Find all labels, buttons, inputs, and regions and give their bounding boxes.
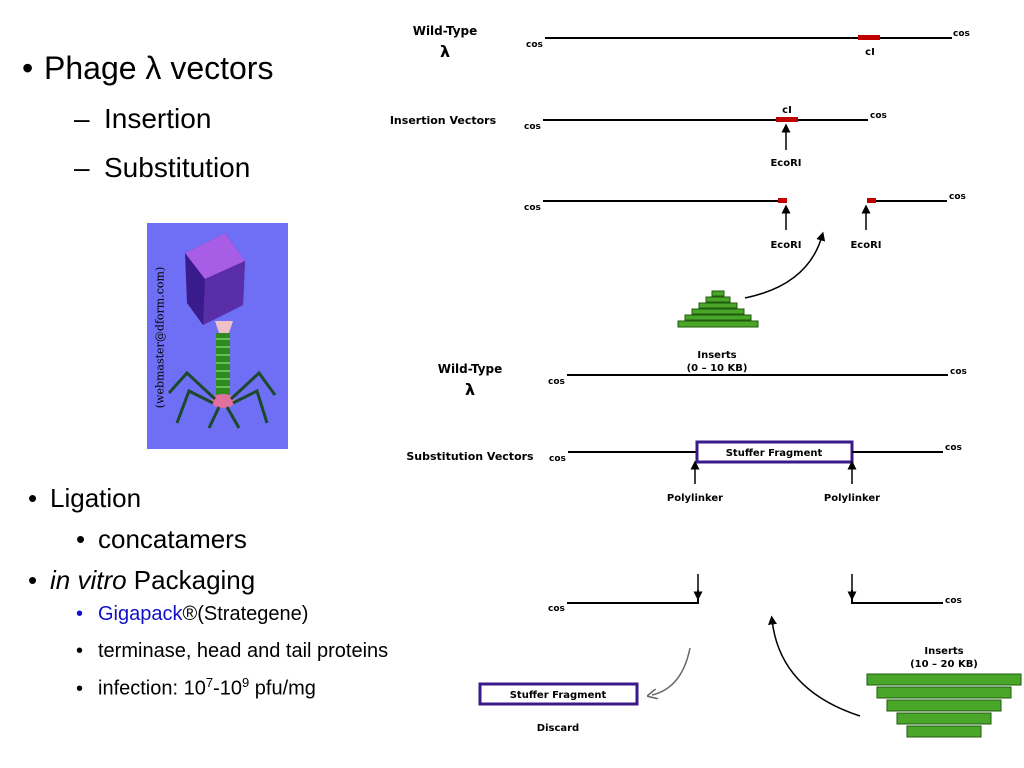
phage-tail-stripes [216, 338, 230, 388]
cos-label: cos [953, 29, 970, 39]
ci-gene-marker [858, 35, 880, 40]
bullet-ligation: •Ligation [28, 483, 142, 513]
cos-label: cos [524, 203, 541, 213]
inserts-large-range: (10 – 20 KB) [910, 659, 978, 670]
ecori-label: EcoRI [770, 158, 801, 169]
inserts-small-stack [677, 290, 759, 328]
bullet-in-vitro-packaging: •in vitro Packaging [28, 565, 256, 595]
arm-left [567, 590, 699, 604]
cos-label: cos [548, 377, 565, 387]
discarded-stuffer-label: Stuffer Fragment [510, 690, 607, 701]
ci-half-right [867, 198, 876, 203]
cos-label: cos [549, 454, 566, 464]
sub-bullet-gigapack: •Gigapack®(Strategene) [76, 603, 309, 625]
sub-bullet-infection: •infection: 107-109 pfu/mg [76, 675, 316, 700]
gigapack-link: Gigapack [98, 603, 183, 625]
bullet-phage-vectors: •Phage λ vectors [22, 50, 274, 86]
cos-label: cos [548, 604, 565, 614]
phage-head-side [203, 261, 245, 325]
discard-arrow [652, 647, 691, 695]
lambda-label-1: λ [440, 42, 450, 61]
phage-tail-fibers [167, 370, 277, 429]
polylinker-label: Polylinker [824, 493, 880, 504]
cos-label: cos [945, 443, 962, 453]
ci-gene-marker [776, 117, 798, 122]
ci-label: cI [865, 47, 875, 58]
ci-half-left [778, 198, 787, 203]
sub-bullet-insertion: –Insertion [74, 103, 212, 134]
phage-illustration: (webmaster@dform.com) [147, 223, 288, 449]
discard-label: Discard [537, 723, 579, 734]
cos-label: cos [949, 192, 966, 202]
stuffer-fragment-label: Stuffer Fragment [726, 448, 823, 459]
lambda-label-2: λ [465, 380, 475, 399]
lambda-symbol: λ [145, 50, 162, 86]
phage-head-light [185, 233, 245, 279]
discarded-stuffer-box [478, 682, 639, 706]
sub-bullet-concatamers: •concatamers [76, 524, 247, 554]
cos-label: cos [526, 40, 543, 50]
wild-type-label-1: Wild-Type [413, 24, 478, 38]
vectors-label: vectors [161, 50, 274, 86]
inserts-small-range: (0 – 10 KB) [687, 363, 748, 374]
ci-label: cI [782, 105, 792, 116]
polylinker-label: Polylinker [667, 493, 723, 504]
phage-collar [215, 321, 233, 333]
substitution-vectors-label: Substitution Vectors [406, 450, 534, 463]
phage-drawing [167, 233, 277, 429]
insert-arrow [744, 231, 826, 299]
ecori-label: EcoRI [770, 240, 801, 251]
cos-label: cos [870, 111, 887, 121]
ecori-label: EcoRI [850, 240, 881, 251]
insertion-vectors-label: Insertion Vectors [390, 114, 497, 127]
wild-type-label-2: Wild-Type [438, 362, 503, 376]
cos-label: cos [945, 596, 962, 606]
inserts-large-label: Inserts [924, 646, 963, 657]
phage-label: Phage [44, 50, 146, 86]
large-insert-arrow [768, 615, 861, 717]
inserts-large-stack [866, 673, 1022, 738]
arm-right [851, 590, 943, 604]
phage-baseplate [211, 394, 235, 408]
cos-label: cos [950, 367, 967, 377]
cos-label: cos [524, 122, 541, 132]
inserts-small-label: Inserts [697, 350, 736, 361]
sub-bullet-substitution: –Substitution [74, 152, 251, 183]
sub-bullet-terminase: •terminase, head and tail proteins [76, 640, 389, 662]
